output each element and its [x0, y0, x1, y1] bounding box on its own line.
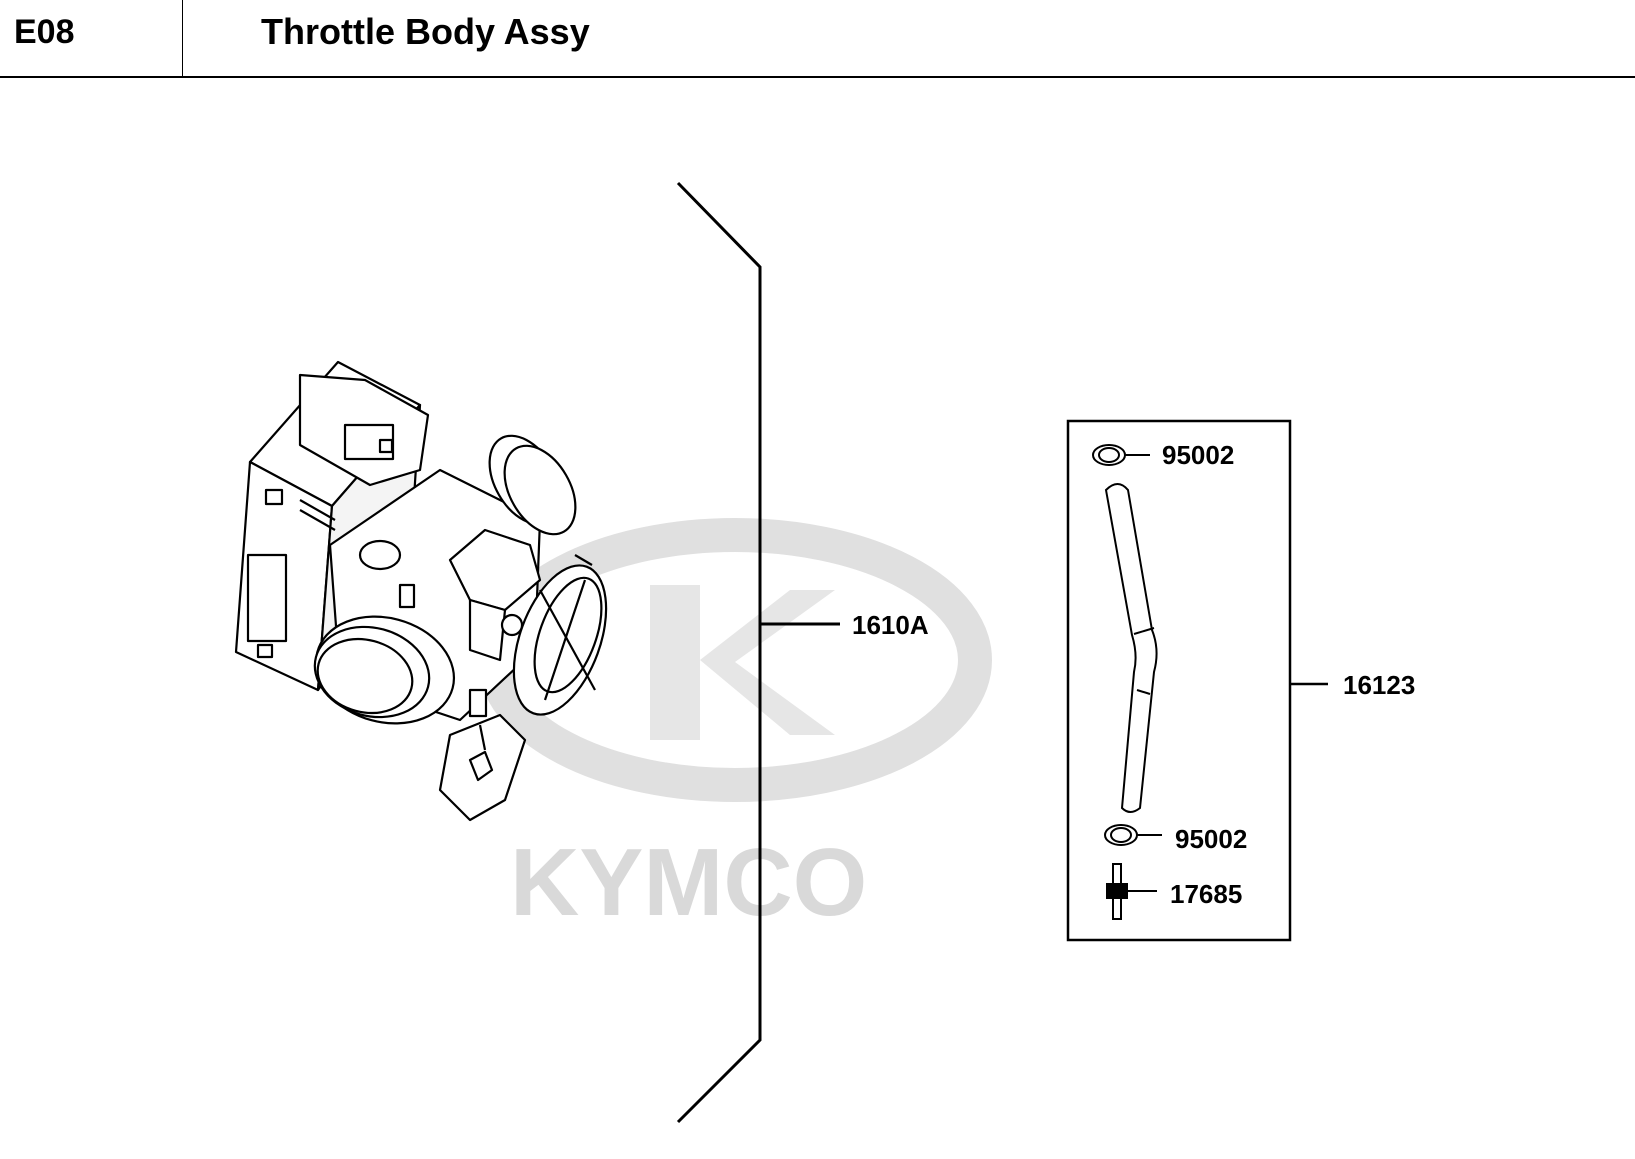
clip-top-drawing — [1092, 444, 1150, 466]
connector-drawing — [1106, 863, 1157, 920]
hose-kit-box — [1066, 419, 1328, 942]
watermark-k-mark — [650, 585, 835, 740]
clip-bottom-drawing — [1104, 824, 1162, 846]
callout-17685: 17685 — [1170, 879, 1242, 909]
callout-95002-bottom: 95002 — [1175, 824, 1247, 854]
hose-drawing — [1104, 483, 1158, 813]
page-header: E08 Throttle Body Assy — [0, 0, 1635, 78]
callout-95002-top: 95002 — [1162, 440, 1234, 470]
section-title: Throttle Body Assy — [261, 11, 590, 52]
section-code: E08 — [14, 13, 75, 51]
header-divider — [182, 0, 183, 78]
throttle-body-drawing — [234, 360, 608, 822]
callout-16123: 16123 — [1343, 670, 1415, 700]
assembly-bracket — [676, 181, 840, 1124]
callout-1610a: 1610A — [852, 610, 929, 640]
watermark-text: KYMCO — [510, 829, 867, 936]
